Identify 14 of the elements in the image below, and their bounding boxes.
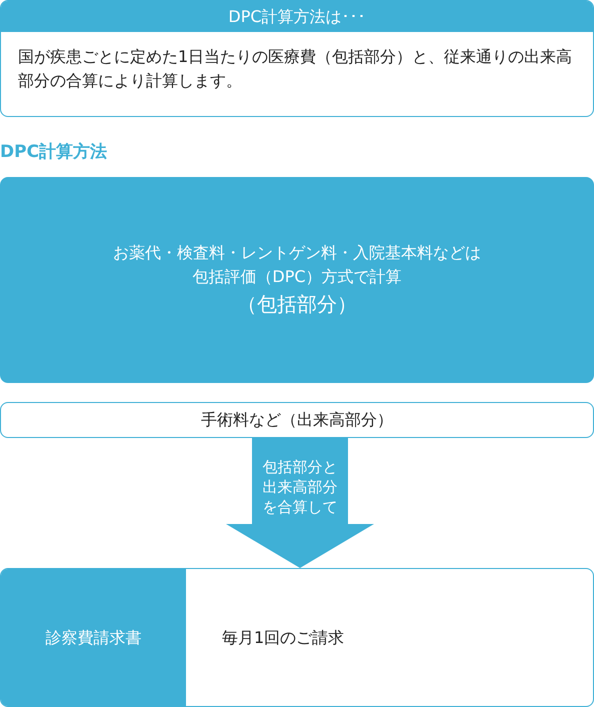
block-arrow (226, 438, 374, 568)
box-text: お薬代・検査料・レントゲン料・入院基本料などは包括評価（DPC）方式で計算 (112, 242, 482, 288)
result-box (0, 568, 594, 707)
label-panel: 診察費請求書 (1, 569, 186, 706)
header-band: DPC計算方法は･･･ (1, 1, 593, 32)
body-text: 毎月1回のご請求 (222, 626, 344, 648)
section-heading: DPC計算方法 (0, 141, 108, 164)
process-box (0, 177, 594, 383)
box-text: 手術料など（出来高部分） (201, 409, 393, 431)
box-subtext: （包括部分） (237, 291, 357, 318)
info-box (0, 0, 594, 117)
edge-label: 包括部分と出来高部分を合算して (262, 457, 338, 517)
process-box (0, 402, 594, 438)
body-text: 国が疾患ごとに定めた1日当たりの医療費（包括部分）と、従来通りの出来高部分の合算により計算します。 (18, 46, 574, 92)
